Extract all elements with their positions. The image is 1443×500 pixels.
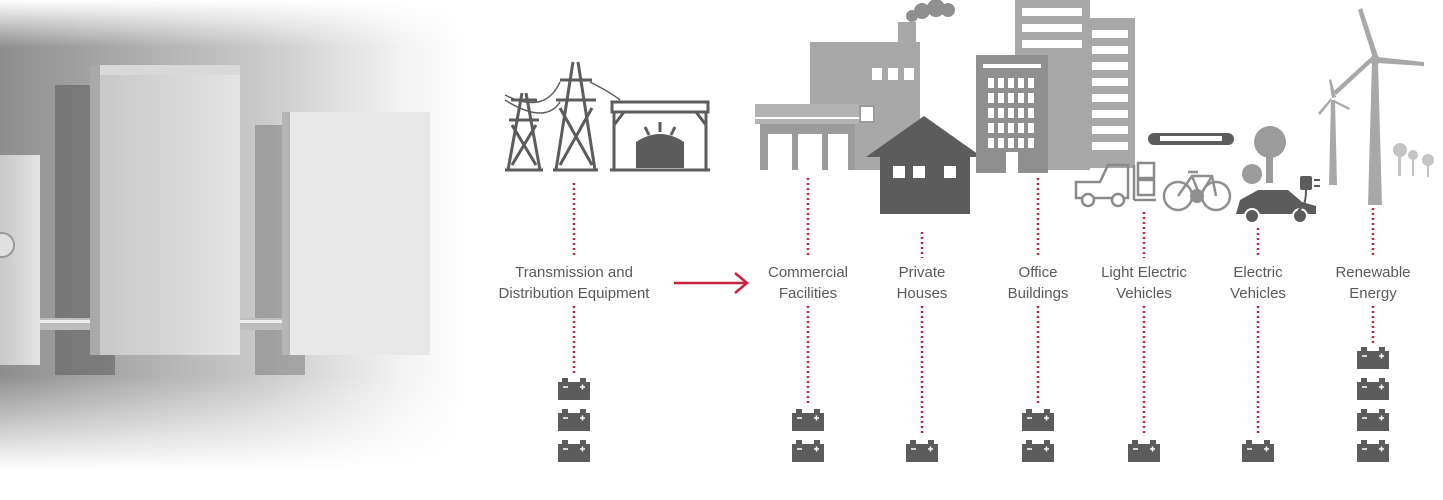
label-line: Distribution Equipment <box>498 285 650 302</box>
shop-icon <box>755 104 875 170</box>
battery-icon <box>558 378 590 400</box>
electric-car-icon <box>1236 190 1316 224</box>
label-line: Vehicles <box>1230 285 1286 302</box>
transmission-tower-icon <box>504 61 710 172</box>
charging-plug-icon <box>1297 176 1320 211</box>
transformer-icon <box>636 122 684 168</box>
tree-icon <box>1242 126 1286 184</box>
label-line: Renewable <box>1335 264 1411 281</box>
label-line: Vehicles <box>1116 285 1172 302</box>
battery-icon <box>1022 440 1054 462</box>
battery-icon <box>558 440 590 462</box>
battery-icon <box>1357 440 1389 462</box>
label-line: Office <box>1018 264 1058 281</box>
e-bike-icon <box>1162 170 1232 212</box>
label-line: Facilities <box>778 285 838 302</box>
battery-icon <box>906 440 938 462</box>
utility-cabinets-photo <box>0 0 470 470</box>
label-line: Light Electric <box>1101 264 1187 281</box>
forklift-icon <box>1074 161 1156 208</box>
battery-icon <box>1357 378 1389 400</box>
hoverboard-icon <box>1148 133 1234 145</box>
battery-icon <box>1022 409 1054 431</box>
house-icon <box>866 116 982 214</box>
small-trees-icon <box>1393 143 1434 177</box>
battery-icon <box>1357 409 1389 431</box>
label-line: Buildings <box>1007 285 1069 302</box>
label-line: Electric <box>1233 264 1283 281</box>
flow-arrow <box>674 272 749 294</box>
battery-icon <box>1242 440 1274 462</box>
label-line: Transmission and <box>515 264 633 281</box>
battery-icon <box>558 409 590 431</box>
label-line: Energy <box>1349 285 1397 302</box>
battery-icon <box>792 440 824 462</box>
office-building-icon <box>976 0 1135 173</box>
battery-icon <box>1357 347 1389 369</box>
wind-turbine-icon <box>1318 8 1424 205</box>
label-line: Private <box>898 264 946 281</box>
label-line: Houses <box>896 285 948 302</box>
battery-icon <box>1128 440 1160 462</box>
label-line: Commercial <box>767 264 849 281</box>
battery-icon <box>792 409 824 431</box>
